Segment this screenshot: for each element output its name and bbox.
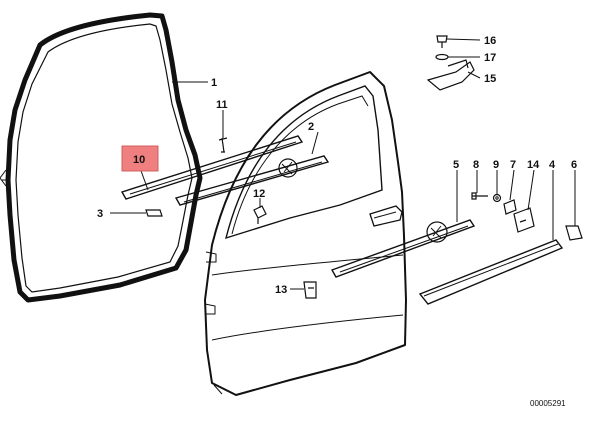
label-part-3: 3: [97, 208, 103, 220]
label-part-10: 10: [133, 154, 145, 166]
bracket-part-15: [426, 59, 475, 91]
label-part-1: 1: [211, 77, 217, 89]
label-part-6: 6: [571, 159, 577, 171]
clip-part-6: [565, 225, 583, 241]
leader-lines: [110, 38, 576, 290]
belt-molding-part-2: [174, 155, 330, 206]
screw-part-11: [218, 137, 228, 153]
label-part-16: 16: [484, 35, 496, 47]
label-part-13: 13: [275, 284, 287, 296]
label-part-8: 8: [473, 159, 479, 171]
label-part-12: 12: [253, 188, 265, 200]
label-part-5: 5: [453, 159, 459, 171]
label-part-11: 11: [216, 99, 228, 111]
washer-part-9: [492, 193, 502, 203]
door-panel: [204, 71, 407, 396]
bolt-part-8: [471, 192, 488, 200]
lower-trim-part-4: [418, 239, 564, 305]
clip-part-3: [145, 209, 163, 217]
part-labels: 1 2 3 4 5 6 7 8 9 10 11 12 13 14 15 16 1…: [97, 35, 577, 296]
label-part-2: 2: [308, 121, 314, 133]
clip-part-12: [253, 205, 267, 224]
washer-part-17: [435, 53, 449, 61]
label-part-7: 7: [510, 159, 516, 171]
diagram-reference-number: 00005291: [530, 399, 566, 408]
label-part-14: 14: [527, 159, 540, 171]
inner-belt-seal-part-10: [120, 135, 304, 200]
door-seal-part-1: [0, 12, 203, 303]
bracket-part-14: [513, 207, 535, 233]
side-molding-part-5: [330, 219, 476, 278]
clip-part-7: [503, 199, 517, 215]
highlight-box: [121, 145, 159, 172]
screw-part-16: [436, 35, 448, 48]
label-part-15: 15: [484, 73, 496, 85]
label-part-9: 9: [493, 159, 499, 171]
label-part-4: 4: [549, 159, 556, 171]
clip-part-13: [303, 281, 317, 299]
label-part-17: 17: [484, 52, 496, 64]
